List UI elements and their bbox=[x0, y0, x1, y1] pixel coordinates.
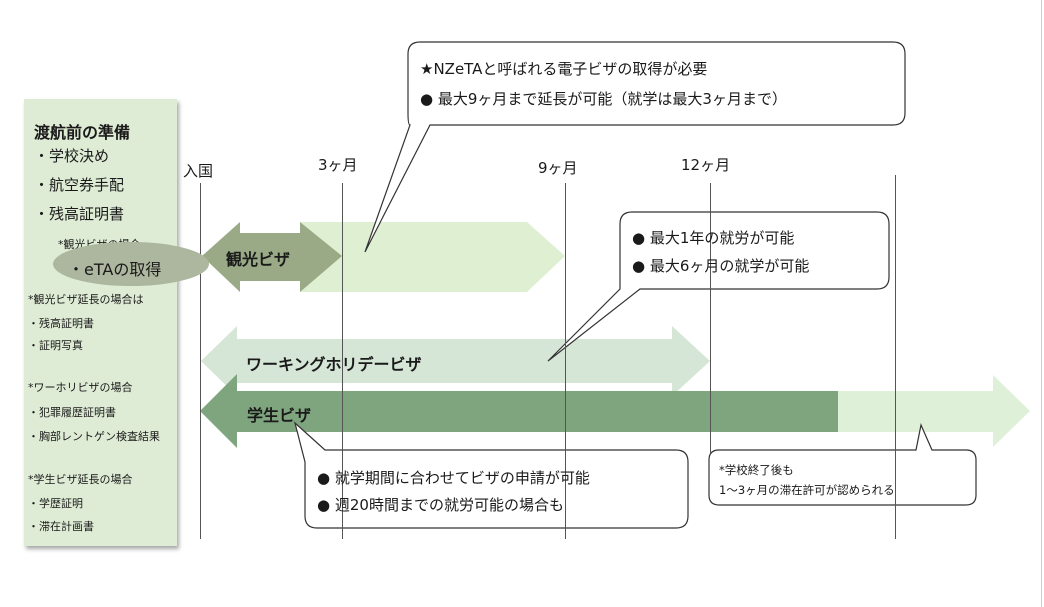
working-holiday-label: ワーキングホリデービザ bbox=[246, 355, 422, 374]
preparation-title: 渡航前の準備 bbox=[34, 123, 131, 142]
tourist-extension-title: *観光ビザ延長の場合は bbox=[28, 293, 144, 306]
holiday-item-xray: ・胸部レントゲン検査結果 bbox=[28, 430, 160, 443]
after-school-line-1: *学校終了後も bbox=[719, 463, 794, 477]
prep-item-flight: ・航空券手配 bbox=[34, 176, 125, 194]
tourist-extension-arrow bbox=[300, 222, 565, 292]
student-ext-item-plan: ・滞在計画書 bbox=[28, 520, 94, 533]
tick-label-3months: 3ヶ月 bbox=[318, 156, 358, 174]
timeline-line-extra bbox=[895, 175, 896, 539]
timeline-line-9months bbox=[565, 183, 566, 539]
holiday-title: *ワーホリビザの場合 bbox=[28, 381, 133, 394]
eta-highlight-ellipse bbox=[53, 242, 209, 286]
holiday-callout-bubble bbox=[547, 211, 890, 362]
student-extension-title: *学生ビザ延長の場合 bbox=[28, 473, 133, 486]
working-holiday-arrow bbox=[201, 326, 710, 396]
timeline-line-12months bbox=[710, 183, 711, 453]
eta-label: ・eTAの取得 bbox=[68, 260, 162, 279]
tick-label-9months: 9ヶ月 bbox=[538, 159, 578, 177]
timeline-line-3months bbox=[342, 183, 343, 539]
tourist-visa-label: 観光ビザ bbox=[226, 250, 291, 269]
student-callout-line-1: ● 就学期間に合わせてビザの申請が可能 bbox=[317, 469, 590, 487]
holiday-callout-line-2: ● 最大6ヶ月の就学が可能 bbox=[632, 257, 810, 275]
after-school-callout-bubble bbox=[708, 423, 977, 506]
tourist-callout-bubble bbox=[364, 41, 906, 253]
tourist-ext-item-balance: ・残高証明書 bbox=[28, 317, 94, 330]
prep-item-school: ・学校決め bbox=[34, 147, 110, 165]
tick-label-entry: 入国 bbox=[183, 162, 214, 180]
student-visa-label: 学生ビザ bbox=[247, 406, 312, 425]
preparation-panel: 渡航前の準備 ・学校決め ・航空券手配 ・残高証明書 *観光ビザの場合 *観光ビ… bbox=[24, 99, 177, 546]
student-extension-arrow bbox=[838, 375, 1030, 447]
tourist-visa-arrow bbox=[202, 222, 342, 292]
student-visa-arrow bbox=[200, 374, 838, 448]
tourist-callout-line-1: ★NZeTAと呼ばれる電子ビザの取得が必要 bbox=[420, 60, 708, 78]
holiday-item-criminal: ・犯罪履歴証明書 bbox=[28, 406, 116, 419]
student-ext-item-education: ・学歴証明 bbox=[28, 497, 83, 510]
tourist-ext-item-photo: ・証明写真 bbox=[28, 339, 83, 352]
prep-item-balance: ・残高証明書 bbox=[34, 205, 125, 223]
tick-label-12months: 12ヶ月 bbox=[681, 156, 731, 174]
after-school-line-2: 1〜3ヶ月の滞在許可が認められる bbox=[719, 483, 895, 497]
timeline-line-entry bbox=[200, 183, 201, 539]
student-callout-line-2: ● 週20時間までの就労可能の場合も bbox=[317, 496, 564, 514]
page-right-border bbox=[1041, 0, 1042, 607]
holiday-callout-line-1: ● 最大1年の就労が可能 bbox=[632, 229, 795, 247]
student-callout-bubble bbox=[293, 421, 689, 529]
tourist-callout-line-2: ● 最大9ヶ月まで延長が可能（就学は最大3ヶ月まで） bbox=[420, 90, 787, 108]
